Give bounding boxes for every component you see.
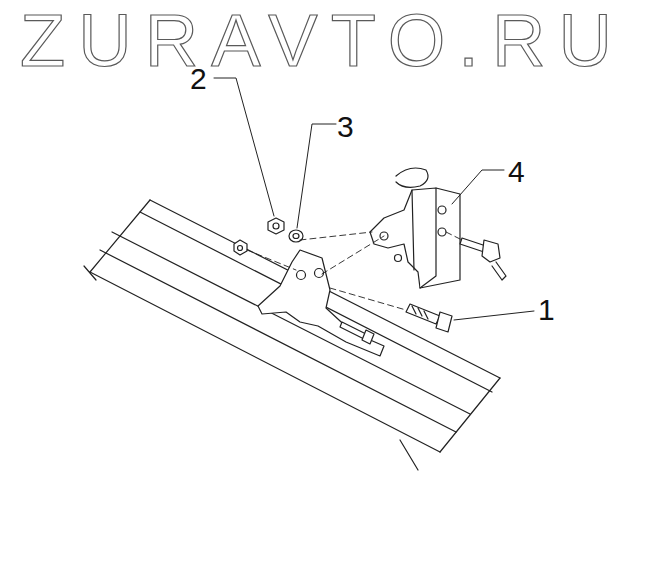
spring-clip — [396, 168, 428, 187]
callout-number: 4 — [508, 157, 525, 187]
mounting-plate — [258, 250, 384, 356]
callout-number: 3 — [337, 112, 354, 142]
assembly-lines — [247, 232, 462, 310]
callout-number: 1 — [538, 295, 555, 325]
nuts-washer — [234, 218, 303, 255]
pin — [460, 238, 506, 280]
plate-bolt — [340, 322, 374, 344]
bolt — [406, 304, 452, 332]
bracket — [370, 188, 460, 288]
callout-number: 2 — [190, 64, 207, 94]
watermark-text: ZURAVTO.RU — [20, 4, 625, 78]
leader-lines — [214, 78, 534, 320]
